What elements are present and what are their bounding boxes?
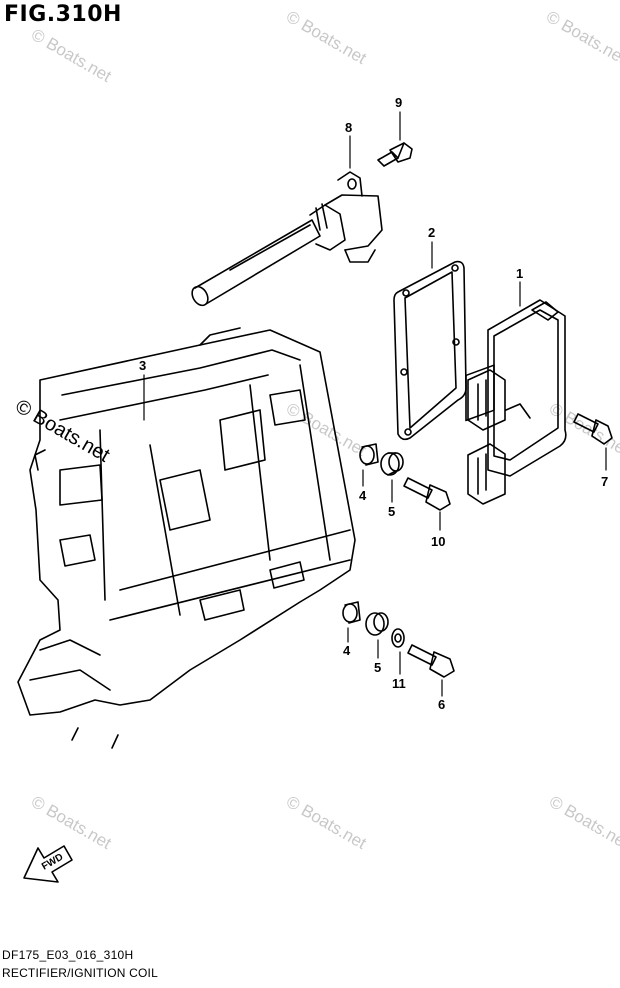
grommet-5-lower [365, 612, 389, 636]
watermark-group: © Boats.net © Boats.net © Boats.net © Bo… [12, 7, 620, 853]
callout-4: 4 [343, 643, 351, 658]
callout-6: 6 [438, 697, 445, 712]
leader-lines [143, 111, 607, 697]
bolt-9 [377, 142, 413, 167]
callout-10: 10 [431, 534, 445, 549]
figure-title: FIG.310H [4, 2, 122, 27]
grommet-5-upper [380, 452, 404, 476]
callout-2: 2 [428, 225, 435, 240]
fwd-arrow-icon: FWD [23, 845, 73, 883]
rectifier-1 [465, 299, 567, 505]
watermark: © Boats.net [283, 399, 370, 460]
watermark: © Boats.net [283, 7, 370, 68]
callout-5: 5 [388, 504, 395, 519]
grommet-4-lower [342, 601, 361, 624]
watermark: © Boats.net [283, 792, 370, 853]
watermark: © Boats.net [28, 792, 115, 853]
ignition-coil-8 [191, 171, 383, 307]
washer-11 [391, 628, 405, 648]
figure-name: RECTIFIER/IGNITION COIL [2, 966, 158, 980]
callout-9: 9 [395, 95, 402, 110]
callout-8: 8 [345, 120, 352, 135]
bolt-7 [573, 413, 613, 445]
callout-3: 3 [139, 358, 146, 373]
bracket-3 [17, 327, 356, 749]
figure-code: DF175_E03_016_310H [2, 948, 134, 962]
callout-7: 7 [601, 474, 608, 489]
callout-1: 1 [516, 266, 523, 281]
grommet-4-upper [359, 443, 379, 466]
bolt-10 [403, 477, 451, 511]
watermark-dark: © Boats.net [12, 395, 114, 467]
watermark: © Boats.net [543, 7, 620, 68]
watermark: © Boats.net [28, 25, 115, 86]
bolt-6 [407, 644, 455, 678]
watermark: © Boats.net [546, 792, 620, 853]
callout-4: 4 [359, 488, 367, 503]
callout-11: 11 [392, 676, 406, 691]
gasket-2 [393, 260, 467, 441]
callout-labels: 1 2 3 4 4 5 5 6 7 8 9 10 11 [139, 95, 608, 712]
callout-5: 5 [374, 660, 381, 675]
